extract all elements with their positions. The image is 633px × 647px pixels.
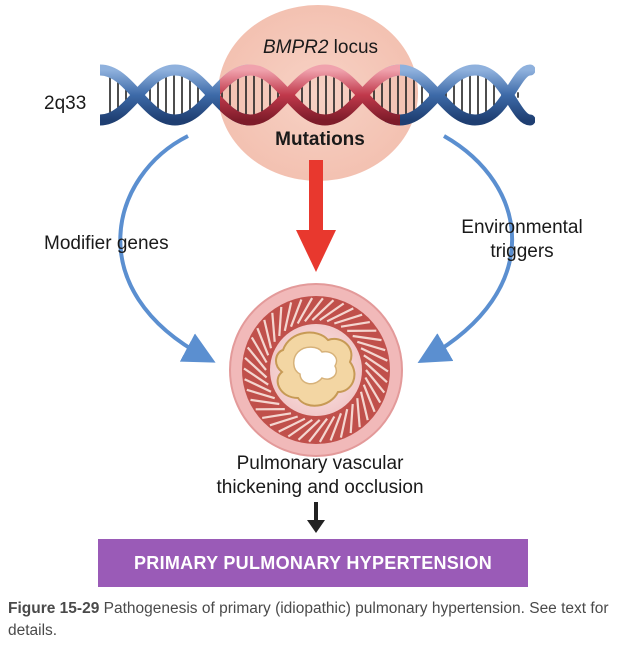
smooth-muscle-cell [250, 336, 268, 364]
smooth-muscle-cell [244, 378, 272, 393]
mutation-arrow [296, 160, 336, 272]
smooth-muscle-cell [308, 418, 328, 443]
chromosome-band-label: 2q33 [44, 93, 87, 114]
locus-suffix: locus [328, 37, 379, 58]
smooth-muscle-cell [287, 418, 313, 438]
outcome-arrow [307, 502, 325, 533]
smooth-muscle-cell [262, 412, 292, 419]
figure-number: Figure 15-29 [8, 600, 100, 617]
residual-lumen [293, 346, 338, 385]
right-influence-arrow [417, 134, 514, 363]
smooth-muscle-cell [339, 408, 349, 438]
vessel-cross-section [229, 283, 403, 457]
smooth-muscle-cell [278, 306, 283, 337]
smooth-muscle-cell [333, 313, 363, 325]
smooth-muscle-cell [271, 312, 276, 342]
vascular-occlusion-label: Pulmonary vascular thickening and occlus… [200, 452, 440, 500]
smooth-muscle-cell [278, 417, 306, 433]
caption-text: Pathogenesis of primary (idiopathic) pul… [8, 600, 609, 639]
dna-strand-a [100, 64, 250, 126]
smooth-muscle-cell [243, 367, 269, 386]
left-influence-arrow [118, 134, 216, 363]
smooth-muscle-cell [340, 321, 370, 328]
occlusion-line2: thickening and occlusion [216, 477, 424, 498]
smooth-muscle-cell [352, 334, 382, 342]
smooth-muscle-cell [246, 346, 267, 371]
figure-caption: Figure 15-29 Pathogenesis of primary (id… [8, 598, 628, 642]
gene-name: BMPR2 [262, 37, 329, 58]
environmental-line2: triggers [490, 241, 554, 262]
smooth-muscle-cell [356, 340, 386, 352]
smooth-muscle-cell [304, 297, 324, 322]
smooth-muscle-cell [360, 347, 388, 362]
dna-helix [100, 64, 535, 126]
dna-locus-segment [220, 64, 400, 126]
smooth-muscle-cell [362, 384, 376, 413]
smooth-muscle-cell [326, 307, 354, 323]
smooth-muscle-cell [244, 356, 268, 379]
result-label: PRIMARY PULMONARY HYPERTENSION [133, 552, 493, 573]
smooth-muscle-cell [250, 398, 280, 406]
smooth-muscle-cell [283, 302, 293, 332]
locus-label: BMPR2 locus [248, 36, 393, 60]
primary-pulmonary-hypertension-box: PRIMARY PULMONARY HYPERTENSION [98, 539, 528, 587]
smooth-muscle-cell [263, 319, 273, 349]
dna-strand-b [100, 64, 250, 126]
smooth-muscle-cell [349, 403, 354, 434]
smooth-muscle-cell [319, 302, 345, 322]
smooth-muscle-cell [364, 376, 382, 404]
smooth-muscle-cell [365, 369, 386, 394]
smooth-muscle-cell [363, 354, 389, 373]
smooth-muscle-cell [269, 415, 299, 427]
environmental-line1: Environmental [461, 217, 583, 238]
smooth-muscle-cell [296, 297, 314, 325]
smooth-muscle-cell [329, 412, 343, 441]
smooth-muscle-cell [318, 415, 336, 443]
smooth-muscle-cell [311, 299, 335, 321]
smooth-muscle-cell [246, 388, 276, 400]
smooth-muscle-cell [256, 327, 270, 356]
occlusion-line1: Pulmonary vascular [236, 453, 404, 474]
modifier-genes-label: Modifier genes [44, 233, 169, 254]
environmental-triggers-label: Environmental triggers [437, 216, 607, 264]
smooth-muscle-cell [359, 391, 369, 421]
smooth-muscle-cell [297, 419, 321, 441]
smooth-muscle-cell [289, 299, 303, 328]
smooth-muscle-cell [364, 361, 388, 384]
mutations-label: Mutations [275, 129, 365, 150]
smooth-muscle-cell [356, 398, 361, 428]
